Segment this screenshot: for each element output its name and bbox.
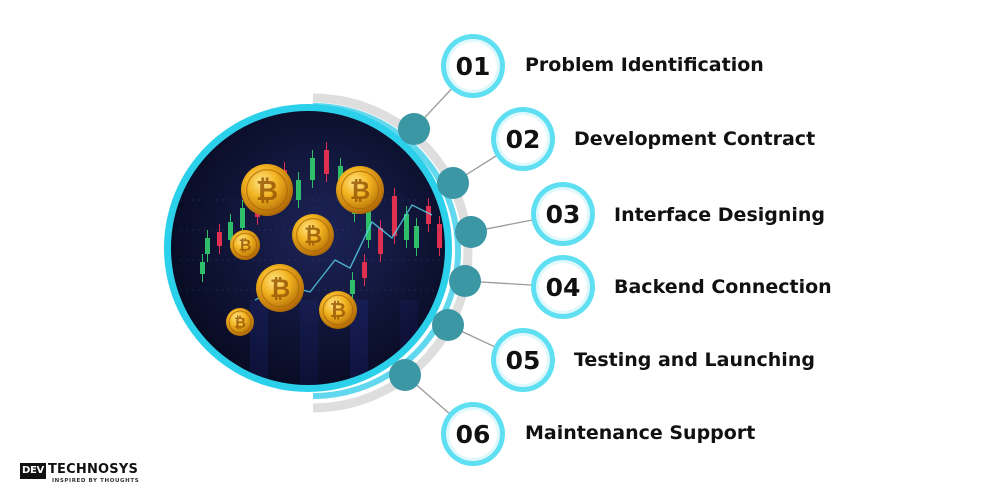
badge-face-6 bbox=[449, 410, 497, 458]
candle-body-19 bbox=[437, 224, 442, 248]
candle-body-4 bbox=[240, 208, 245, 228]
step-6-badge: 06 bbox=[441, 402, 505, 466]
coin-face-7 bbox=[226, 308, 254, 336]
outer-arc-cyan bbox=[312, 103, 461, 399]
timeline-dot-4 bbox=[449, 265, 481, 297]
logo-word: TECHNOSYS bbox=[47, 462, 139, 477]
glow-column-2 bbox=[300, 300, 318, 385]
step-3-badge: 03 bbox=[531, 182, 595, 246]
coin-face-3 bbox=[292, 214, 334, 256]
coin-rim-3 bbox=[296, 218, 330, 252]
coin-face-2 bbox=[336, 166, 384, 214]
timeline-dot-6 bbox=[389, 359, 421, 391]
step-2-badge: 02 bbox=[491, 107, 555, 171]
bitcoin-symbol-5: ₿ bbox=[270, 274, 291, 303]
bitcoin-coin-4: ₿ bbox=[230, 230, 260, 260]
bitcoin-symbol-7: ₿ bbox=[234, 314, 246, 331]
step-4-label: Backend Connection bbox=[614, 276, 832, 298]
timeline-dot-1 bbox=[398, 113, 430, 145]
candle-body-14 bbox=[378, 228, 383, 254]
candle-body-3 bbox=[228, 222, 233, 240]
step-5-badge: 05 bbox=[491, 328, 555, 392]
timeline-dot-5 bbox=[432, 309, 464, 341]
bitcoin-symbol-1: ₿ bbox=[256, 176, 278, 207]
coin-rim-6 bbox=[322, 294, 354, 326]
coin-rim-4 bbox=[232, 232, 258, 258]
candle-body-2 bbox=[217, 232, 222, 246]
bitcoin-coin-1: ₿ bbox=[241, 164, 293, 216]
crypto-chart-image: ₿ ₿ ₿ ₿ ₿ ₿ ₿ bbox=[164, 104, 452, 392]
candle-body-21 bbox=[362, 262, 367, 278]
coin-rim-1 bbox=[246, 169, 288, 211]
timeline-dot-3 bbox=[455, 216, 487, 248]
candle-body-15 bbox=[392, 196, 397, 236]
step-3-number: 03 bbox=[546, 200, 581, 229]
coin-face-1 bbox=[241, 164, 293, 216]
bitcoin-coin-3: ₿ bbox=[292, 214, 334, 256]
bitcoin-coin-7: ₿ bbox=[226, 308, 254, 336]
logo-box-text: DEV bbox=[20, 463, 46, 479]
coin-face-4 bbox=[230, 230, 260, 260]
candle-body-9 bbox=[310, 158, 315, 180]
candle-body-11 bbox=[338, 166, 343, 186]
outer-arc-gray bbox=[312, 93, 473, 413]
badge-face-1 bbox=[449, 42, 497, 90]
coin-rim-2 bbox=[340, 170, 380, 210]
step-5-number: 05 bbox=[506, 346, 541, 375]
step-4-number: 04 bbox=[546, 273, 581, 302]
step-5-label: Testing and Launching bbox=[574, 349, 815, 371]
step-6-number: 06 bbox=[456, 420, 491, 449]
step-2-number: 02 bbox=[506, 125, 541, 154]
candle-body-22 bbox=[350, 280, 355, 294]
candle-body-10 bbox=[324, 150, 329, 174]
step-1-number: 01 bbox=[456, 52, 491, 81]
coin-face-5 bbox=[256, 264, 304, 312]
coin-rim-5 bbox=[260, 268, 300, 308]
badge-face-5 bbox=[499, 336, 547, 384]
step-2-label: Development Contract bbox=[574, 128, 816, 150]
badge-face-2 bbox=[499, 115, 547, 163]
candle-body-17 bbox=[414, 226, 419, 248]
bitcoin-symbol-3: ₿ bbox=[304, 224, 322, 249]
timeline-dot-2 bbox=[437, 167, 469, 199]
bitcoin-coin-6: ₿ bbox=[319, 291, 357, 329]
glow-column-1 bbox=[250, 300, 268, 385]
bitcoin-symbol-4: ₿ bbox=[239, 236, 252, 255]
logo-tagline: INSPIRED BY THOUGHTS bbox=[52, 478, 140, 484]
coin-face-6 bbox=[319, 291, 357, 329]
coin-rim-7 bbox=[228, 310, 252, 334]
glow-column-3 bbox=[350, 300, 368, 385]
step-3-label: Interface Designing bbox=[614, 204, 826, 226]
bitcoin-symbol-6: ₿ bbox=[330, 298, 346, 322]
bitcoin-coin-5: ₿ bbox=[256, 264, 304, 312]
brand-logo: DEV TECHNOSYS INSPIRED BY THOUGHTS bbox=[20, 462, 140, 489]
candle-body-13 bbox=[366, 210, 371, 240]
candle-body-8 bbox=[296, 180, 301, 200]
bitcoin-coin-2: ₿ bbox=[336, 166, 384, 214]
candle-body-20 bbox=[200, 262, 205, 274]
candle-body-1 bbox=[205, 238, 210, 254]
step-1-label: Problem Identification bbox=[525, 54, 764, 76]
candle-body-18 bbox=[426, 206, 431, 224]
candle-body-16 bbox=[404, 214, 409, 240]
bitcoin-symbol-2: ₿ bbox=[350, 176, 371, 205]
badge-face-3 bbox=[539, 190, 587, 238]
step-6-label: Maintenance Support bbox=[525, 422, 756, 444]
step-4-badge: 04 bbox=[531, 255, 595, 319]
step-1-badge: 01 bbox=[441, 34, 505, 98]
badge-face-4 bbox=[539, 263, 587, 311]
